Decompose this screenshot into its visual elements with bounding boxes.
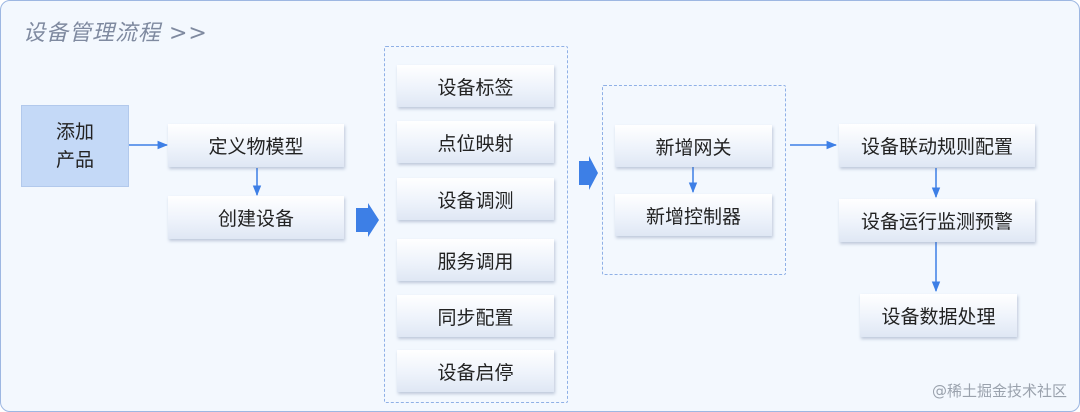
sync-config-node: 同步配置 (397, 295, 554, 337)
gateway-group (602, 85, 786, 275)
device-tags-node: 设备标签 (397, 65, 554, 107)
diagram-title: 设备管理流程 >> (23, 21, 208, 46)
operations-group (384, 46, 568, 403)
block-arrow-to-operations (356, 203, 379, 237)
monitoring-alert-node: 设备运行监测预警 (839, 199, 1035, 242)
service-call-node: 服务调用 (397, 239, 554, 281)
define-model-node: 定义物模型 (168, 124, 344, 167)
watermark: @稀土掘金技术社区 (931, 382, 1067, 400)
add-controller-node: 新增控制器 (615, 194, 772, 236)
data-processing-node: 设备数据处理 (860, 294, 1017, 337)
create-device-node: 创建设备 (168, 196, 344, 239)
point-mapping-node: 点位映射 (397, 121, 554, 163)
device-debug-node: 设备调测 (397, 178, 554, 220)
add-product-node: 添加 产品 (21, 105, 129, 187)
device-start-stop-node: 设备启停 (397, 350, 554, 392)
block-arrow-to-gateway (579, 156, 598, 190)
add-gateway-node: 新增网关 (615, 125, 772, 167)
linkage-rules-node: 设备联动规则配置 (839, 124, 1035, 167)
